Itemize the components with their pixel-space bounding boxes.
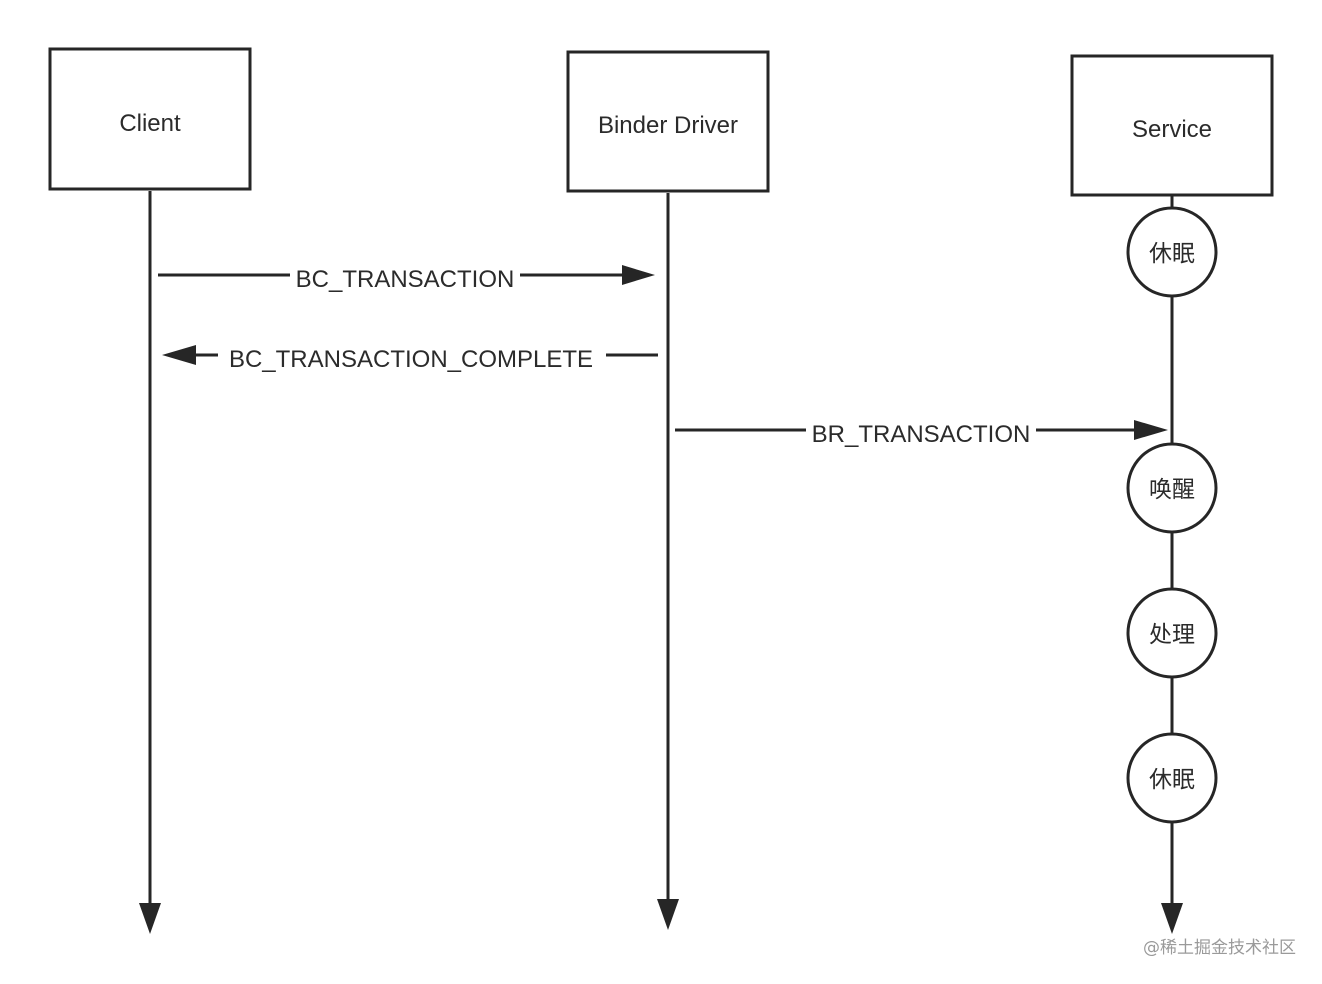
message-bc-transaction-complete-label: BC_TRANSACTION_COMPLETE (229, 346, 593, 373)
lifeline-service-arrow (1161, 903, 1183, 934)
service-state-process: 处理 (1126, 587, 1218, 679)
service-state-wake-label: 唤醒 (1149, 477, 1195, 503)
message-bc-transaction-label: BC_TRANSACTION (296, 266, 515, 293)
lifeline-client-arrow (139, 903, 161, 934)
service-state-sleep-1-label: 休眠 (1149, 241, 1195, 267)
service-state-process-label: 处理 (1149, 622, 1195, 648)
participant-client-label: Client (119, 110, 181, 137)
message-br-transaction-label: BR_TRANSACTION (812, 421, 1031, 448)
participant-binder-driver-label: Binder Driver (598, 112, 738, 139)
participant-binder-driver: Binder Driver (566, 50, 770, 193)
service-state-sleep-1: 休眠 (1126, 206, 1218, 298)
message-bc-transaction-arrow (622, 265, 655, 285)
participant-service-label: Service (1132, 116, 1212, 143)
message-br-transaction: BR_TRANSACTION (675, 420, 1168, 448)
message-bc-transaction-complete: BC_TRANSACTION_COMPLETE (162, 345, 658, 373)
message-bc-transaction-complete-arrow (162, 345, 196, 365)
message-br-transaction-arrow (1134, 420, 1168, 440)
lifeline-binder-driver-arrow (657, 899, 679, 930)
lifeline-client (139, 191, 161, 934)
participant-service: Service (1070, 54, 1274, 197)
watermark: @稀土掘金技术社区 (1143, 938, 1296, 958)
lifeline-binder-driver (657, 193, 679, 930)
service-state-sleep-2-label: 休眠 (1149, 767, 1195, 793)
message-bc-transaction: BC_TRANSACTION (158, 265, 655, 293)
service-state-sleep-2: 休眠 (1126, 732, 1218, 824)
participant-client: Client (48, 47, 252, 191)
service-state-wake: 唤醒 (1126, 442, 1218, 534)
